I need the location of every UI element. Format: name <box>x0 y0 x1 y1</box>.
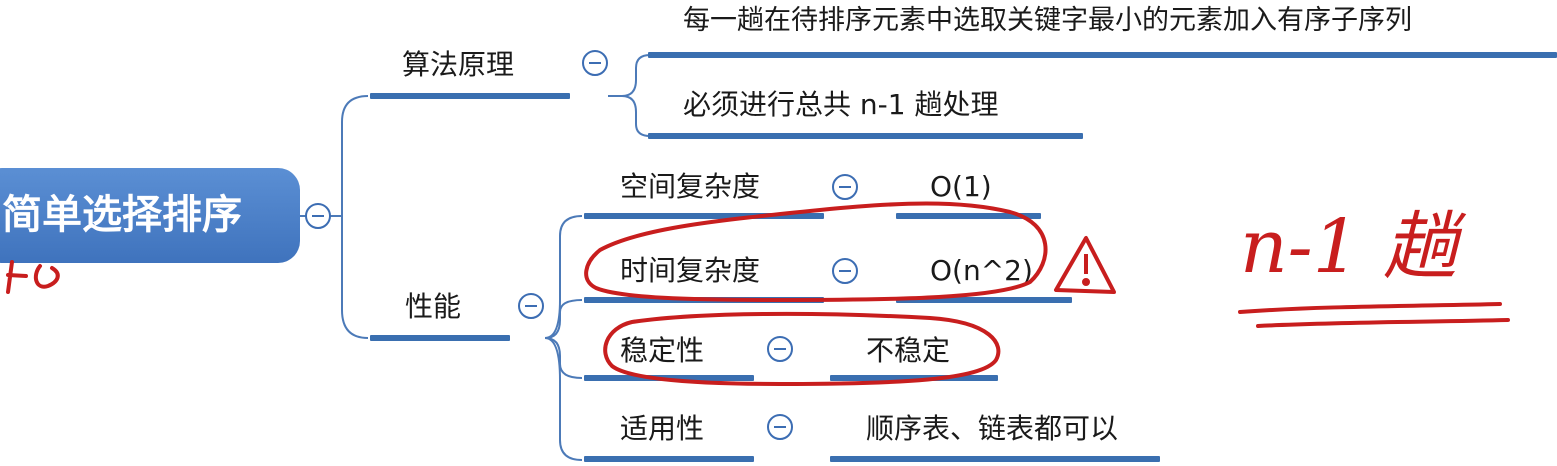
time-complexity-circle <box>584 201 1048 302</box>
perf-label-time: 时间复杂度 <box>620 254 761 287</box>
perf-value-underline-space <box>896 213 1041 219</box>
principle-item-1-underline <box>648 52 1557 58</box>
perf-value-underline-applicability <box>830 456 1160 462</box>
principle-collapse-toggle-icon[interactable] <box>582 50 608 76</box>
warning-icon <box>1054 236 1116 294</box>
perf-value-time: O(n^2) <box>930 254 1033 287</box>
performance-collapse-toggle-icon[interactable] <box>518 293 544 319</box>
root-label: 简单选择排序 <box>2 192 242 238</box>
root-scribble <box>6 260 60 294</box>
branch-underline-principle <box>370 93 570 99</box>
time-collapse-toggle-icon[interactable] <box>832 258 858 284</box>
stability-collapse-toggle-icon[interactable] <box>767 336 793 362</box>
perf-value-stability: 不稳定 <box>866 334 951 367</box>
stability-circle <box>603 311 1001 386</box>
branch-label-principle: 算法原理 <box>402 48 515 81</box>
branch-underline-performance <box>370 335 510 341</box>
perf-value-underline-time <box>896 297 1072 303</box>
branch-label-performance: 性能 <box>405 290 462 323</box>
perf-value-space: O(1) <box>930 170 992 203</box>
perf-label-space: 空间复杂度 <box>620 170 761 203</box>
principle-item-2-underline <box>648 133 1083 139</box>
perf-label-applicability: 适用性 <box>620 412 705 445</box>
perf-label-stability: 稳定性 <box>620 334 705 367</box>
perf-underline-applicability <box>584 456 754 462</box>
principle-item-1: 每一趟在待排序元素中选取关键字最小的元素加入有序子序列 <box>683 5 1412 36</box>
principle-item-2: 必须进行总共 n-1 趟处理 <box>683 88 999 121</box>
perf-value-underline-stability <box>830 375 998 381</box>
root-collapse-toggle-icon[interactable] <box>305 203 331 229</box>
handwritten-note: n-1 趟 <box>1240 204 1458 290</box>
applicability-collapse-toggle-icon[interactable] <box>767 414 793 440</box>
perf-value-applicability: 顺序表、链表都可以 <box>866 412 1119 445</box>
space-collapse-toggle-icon[interactable] <box>832 174 858 200</box>
perf-underline-space <box>584 213 824 219</box>
root-node[interactable]: 简单选择排序 <box>0 168 300 263</box>
